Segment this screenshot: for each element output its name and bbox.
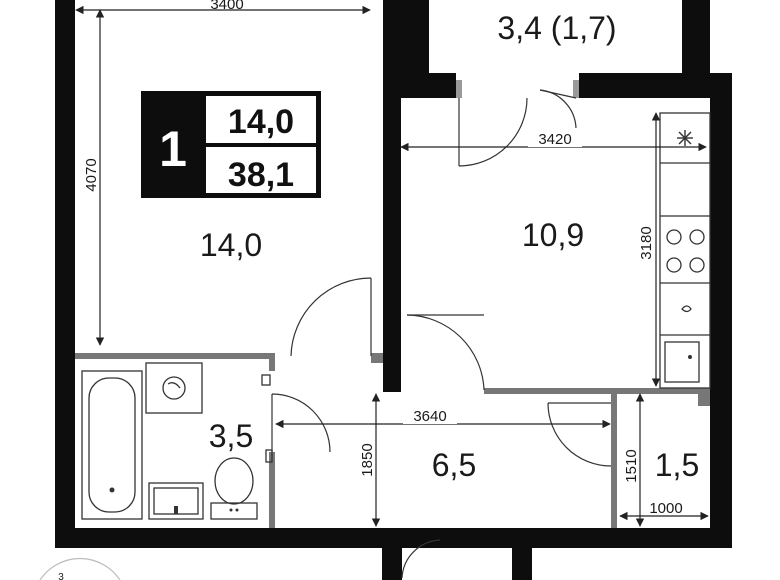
dim-living-depth: 4070 [83,158,100,191]
area-summary-badge: 1 14,0 38,1 [141,91,321,198]
compass: 3 [39,558,121,580]
balcony-area-label: 3,4 (1,7) [497,10,616,46]
dim-living-width: 3400 [210,0,243,13]
kitchen-fixtures [659,112,711,389]
dim-kitchen-width: 3420 [538,131,571,148]
bathroom-fixtures [81,362,273,520]
rooms-count: 1 [159,121,187,177]
dimension-labels: 3400 4070 3420 3180 3640 1850 1510 1000 [83,0,683,517]
stove-icon [666,229,705,273]
vent-icon [677,130,693,146]
water-drop-icon [681,305,692,313]
living-area-value: 14,0 [228,103,294,141]
toilet-icon [210,457,258,520]
dim-hallway-depth: 1850 [359,443,376,476]
hallway-area-label: 6,5 [432,447,476,483]
room-labels: 3,4 (1,7) 14,0 10,9 3,5 6,5 1,5 [200,10,699,483]
partitions [75,80,710,528]
living-room-area-label: 14,0 [200,227,262,263]
washing-machine-icon [145,362,203,414]
dim-closet-depth: 1510 [623,449,640,482]
compass-label: 3 [58,572,64,580]
closet-area-label: 1,5 [655,447,699,483]
dim-kitchen-depth: 3180 [638,226,655,259]
dim-closet-width: 1000 [649,500,682,517]
doors [271,89,612,579]
bathtub-icon [81,370,143,520]
walls [55,0,732,580]
total-area-value: 38,1 [228,156,294,194]
kitchen-area-label: 10,9 [522,217,584,253]
sink-icon [664,341,700,383]
bathroom-area-label: 3,5 [209,418,253,454]
dim-hallway-width: 3640 [413,408,446,425]
washbasin-icon [148,482,204,520]
